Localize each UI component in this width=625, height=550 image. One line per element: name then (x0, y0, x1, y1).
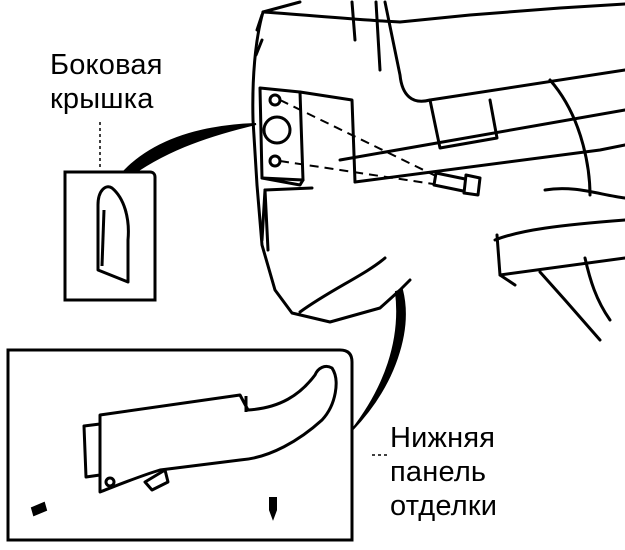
lower-trim-panel-label-line3: отделки (390, 490, 498, 522)
side-cover-label-line1: Боковая (50, 49, 163, 81)
side-cover-label: Боковая крышка (50, 48, 163, 116)
label-pointers (99, 122, 388, 456)
lower-trim-panel-label-line1: Нижняя (390, 422, 496, 454)
dashboard-assembly (251, 0, 625, 342)
side-cover-icon (96, 185, 130, 284)
mounting-holes (262, 93, 292, 168)
lower-trim-panel-icon (82, 364, 338, 494)
lower-trim-panel-inset (6, 348, 354, 542)
side-cover-inset (63, 170, 157, 302)
lower-trim-panel-label: Нижняя панель отделки (390, 421, 497, 523)
bolt-icon (432, 171, 482, 197)
side-cover-label-line2: крышка (50, 83, 154, 115)
screw-icon (30, 497, 277, 521)
lower-trim-panel-label-line2: панель (390, 456, 487, 488)
